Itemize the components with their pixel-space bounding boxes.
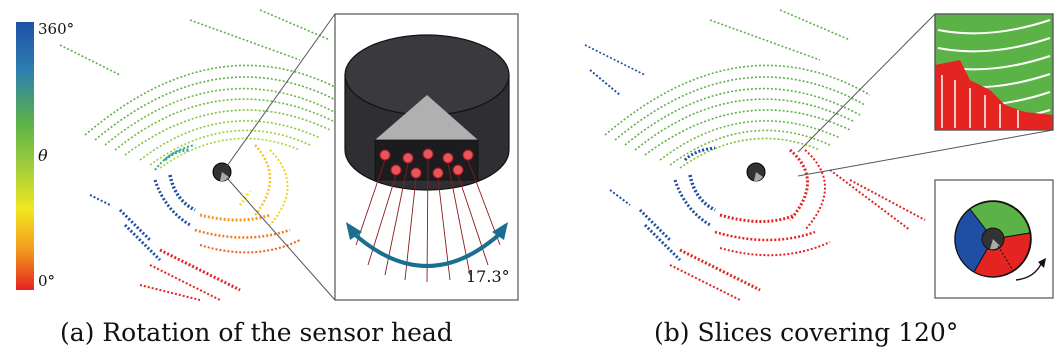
colorbar-top-label: 360° <box>38 20 75 38</box>
colorbar-bottom-label: 0° <box>38 272 56 290</box>
sensor-puck-icon <box>344 34 510 191</box>
point-cloud-a <box>59 9 351 301</box>
zoom-line-b-bottom <box>797 129 1054 177</box>
colorbar <box>16 22 34 290</box>
sensor-fov-icon-b <box>754 172 763 182</box>
point-cloud-b <box>584 9 926 301</box>
panel-a-graphic <box>16 9 519 301</box>
panel-b: (b) Slices covering 120° <box>530 0 1058 360</box>
caption-b: (b) Slices covering 120° <box>654 318 959 347</box>
panel-a: 360° θ 0° 17.3° (a) Rotation of the sens… <box>0 0 525 360</box>
panel-b-graphic <box>584 9 1054 301</box>
colorbar-variable-label: θ <box>38 146 48 165</box>
inset-angle-label: 17.3° <box>466 267 510 286</box>
zoom-line-bottom <box>226 177 336 301</box>
zoom-inset-b <box>934 13 1054 131</box>
rotation-arrow-icon <box>346 222 508 268</box>
zoom-line-top <box>226 13 336 167</box>
caption-a: (a) Rotation of the sensor head <box>60 318 453 347</box>
slice-diagram-inset <box>934 179 1054 299</box>
zoom-line-b-top <box>797 13 936 153</box>
sensor-fov-icon <box>220 172 229 182</box>
